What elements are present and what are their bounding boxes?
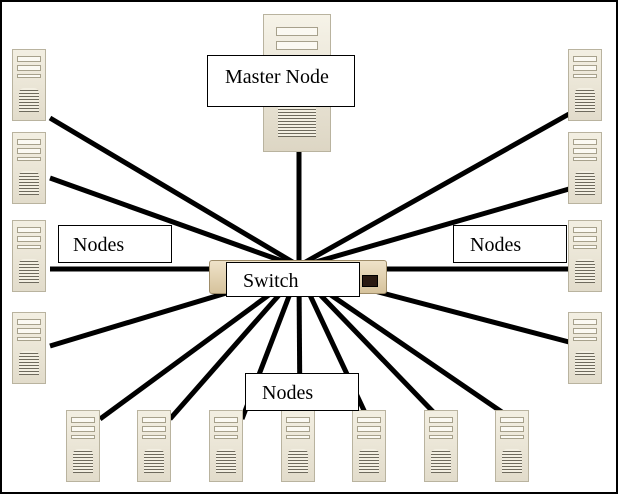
node-bottom-6-computer-icon [424,410,458,482]
link-bottom-2 [168,276,296,421]
link-left-2 [49,175,297,269]
node-bottom-5-computer-icon [352,410,386,482]
switch-port-icon [362,275,378,287]
node-bottom-7-computer-icon [495,410,529,482]
node-bottom-4-computer-icon [281,410,315,482]
link-bottom-7 [304,275,514,422]
link-bottom-1 [98,275,294,422]
node-right-1-computer-icon [568,49,602,121]
master-node-label: Master Node [207,55,355,107]
node-bottom-3-computer-icon [209,410,243,482]
link-right-1 [300,111,571,267]
switch-label: Switch [226,262,360,297]
nodes-right-label: Nodes [453,225,567,263]
node-left-3-computer-icon [12,220,46,292]
node-left-1-computer-icon [12,49,46,121]
node-right-3-computer-icon [568,220,602,292]
link-bottom-6 [302,276,442,421]
link-right-2 [301,186,570,269]
nodes-bottom-label: Nodes [245,373,359,411]
nodes-left-label: Nodes [58,225,172,263]
node-right-4-computer-icon [568,312,602,384]
node-bottom-2-computer-icon [137,410,171,482]
node-left-2-computer-icon [12,132,46,204]
node-right-2-computer-icon [568,132,602,204]
node-bottom-1-computer-icon [66,410,100,482]
node-left-4-computer-icon [12,312,46,384]
link-left-1 [48,115,298,267]
